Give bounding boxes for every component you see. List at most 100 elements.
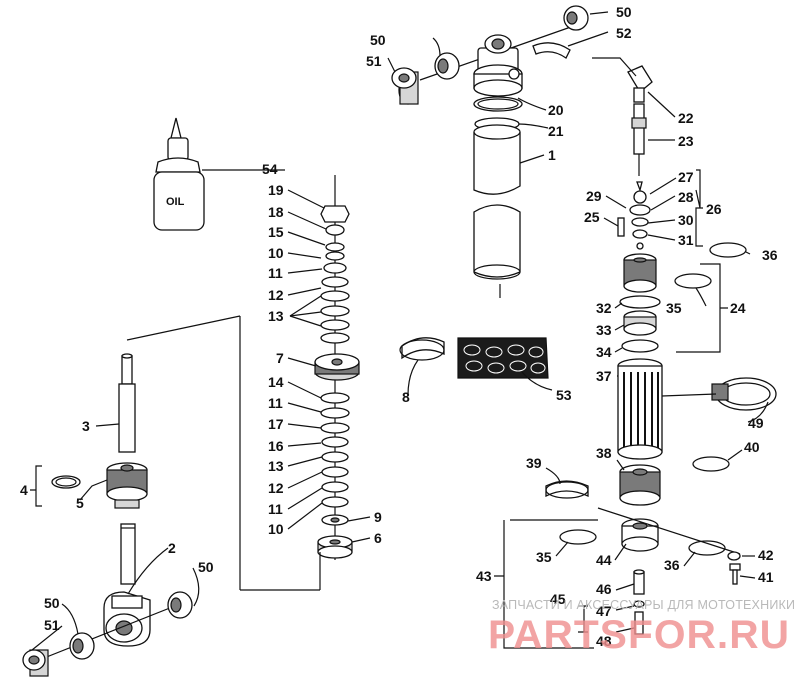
watermark: ЗАПЧАСТИ И АКСЕССУАРЫ ДЛЯ МОТОТЕХНИКИ PA… (488, 598, 795, 657)
callout-9: 9 (374, 509, 382, 525)
callout-50: 50 (616, 4, 632, 20)
callout-27: 27 (678, 169, 694, 185)
callout-14: 14 (268, 374, 284, 390)
clip-part-52 (532, 42, 571, 59)
watermark-caption: ЗАПЧАСТИ И АКСЕССУАРЫ ДЛЯ МОТОТЕХНИКИ (492, 598, 795, 612)
o-ring-part-34 (621, 339, 659, 353)
washer-part-50-upper-right (563, 5, 589, 31)
hose-clamp-part-49 (711, 377, 777, 411)
seal-part-36-lower (688, 540, 726, 556)
bump-stop-part-6 (317, 535, 353, 559)
callout-13: 13 (268, 308, 284, 324)
callout-4: 4 (20, 482, 28, 498)
callout-1: 1 (548, 147, 556, 163)
leader-lines (30, 11, 769, 651)
callout-31: 31 (678, 232, 694, 248)
piston-part-7 (314, 353, 360, 381)
upper-mount-assembly (391, 5, 589, 112)
callout-7: 7 (276, 350, 284, 366)
callout-50: 50 (370, 32, 386, 48)
washer-part-50-lower-left (69, 632, 95, 660)
callout-47: 47 (596, 603, 612, 619)
callout-36: 36 (762, 247, 778, 263)
callout-30: 30 (678, 212, 694, 228)
seal-part-40 (692, 456, 730, 472)
callout-51: 51 (44, 617, 60, 633)
callout-26: 26 (706, 201, 722, 217)
callout-52: 52 (616, 25, 632, 41)
callout-46: 46 (596, 581, 612, 597)
shaft-part-3 (118, 315, 321, 591)
callout-33: 33 (596, 322, 612, 338)
callout-45: 45 (550, 591, 566, 607)
callout-11: 11 (268, 265, 283, 281)
callout-11: 11 (268, 501, 283, 517)
callout-49: 49 (748, 415, 764, 431)
callout-3: 3 (82, 418, 90, 434)
callout-20: 20 (548, 102, 564, 118)
callout-labels: 50 51 50 52 20 21 1 22 23 54 19 18 15 10… (20, 4, 778, 649)
callout-12: 12 (268, 480, 284, 496)
callout-37: 37 (596, 368, 612, 384)
reservoir-cap (623, 253, 657, 293)
callout-10: 10 (268, 245, 284, 261)
callout-40: 40 (744, 439, 760, 455)
callout-13: 13 (268, 458, 284, 474)
seal-part-36-upper (709, 242, 747, 258)
ring-part-39 (545, 480, 589, 498)
shim-washers-lower (320, 392, 350, 526)
callout-53: 53 (556, 387, 572, 403)
hose-fitting-part-22 (627, 65, 653, 103)
callout-48: 48 (596, 633, 612, 649)
callout-17: 17 (268, 416, 284, 432)
callout-25: 25 (584, 209, 600, 225)
callout-19: 19 (268, 182, 284, 198)
callout-10: 10 (268, 521, 284, 537)
callout-22: 22 (678, 110, 694, 126)
oil-bottle-label: OIL (166, 196, 185, 208)
bushing-part-51-upper (391, 67, 419, 105)
callout-2: 2 (168, 540, 176, 556)
callout-54: 54 (262, 161, 278, 177)
callout-8: 8 (402, 389, 410, 405)
callout-50: 50 (44, 595, 60, 611)
callout-35: 35 (536, 549, 552, 565)
callout-12: 12 (268, 287, 284, 303)
seal-head-part-4 (106, 462, 148, 509)
o-ring-part-35-upper (674, 273, 712, 289)
callout-36: 36 (664, 557, 680, 573)
callout-51: 51 (366, 53, 382, 69)
callout-39: 39 (526, 455, 542, 471)
callout-21: 21 (548, 123, 564, 139)
body-tube-part-1 (473, 117, 521, 298)
oil-bottle-part-54: OIL (153, 117, 205, 231)
valve-rod-part-23 (592, 57, 647, 176)
washer-part-50-lower-right (167, 591, 193, 619)
bushing-part-51-lower (22, 649, 49, 677)
callout-28: 28 (678, 189, 694, 205)
o-ring-part-32 (619, 295, 661, 309)
watermark-brand: PARTSFOR.RU (488, 613, 790, 657)
callout-18: 18 (268, 204, 284, 220)
piston-band-part-8 (399, 337, 445, 361)
callout-23: 23 (678, 133, 694, 149)
callout-5: 5 (76, 495, 84, 511)
callout-38: 38 (596, 445, 612, 461)
spring-part-37 (617, 358, 663, 460)
piston-valve-stack (314, 175, 360, 560)
reservoir-valve-parts (617, 181, 651, 250)
callout-34: 34 (596, 344, 612, 360)
end-cap-part-44 (621, 518, 659, 552)
callout-15: 15 (268, 224, 284, 240)
callout-50: 50 (198, 559, 214, 575)
callout-44: 44 (596, 552, 612, 568)
callout-42: 42 (758, 547, 774, 563)
callout-6: 6 (374, 530, 382, 546)
callout-24: 24 (730, 300, 746, 316)
shim-washers-upper (320, 242, 350, 344)
callout-29: 29 (586, 188, 602, 204)
valve-parts-45 (633, 569, 645, 635)
adjuster-part-38 (619, 464, 661, 506)
bearing-part-33 (623, 310, 657, 336)
